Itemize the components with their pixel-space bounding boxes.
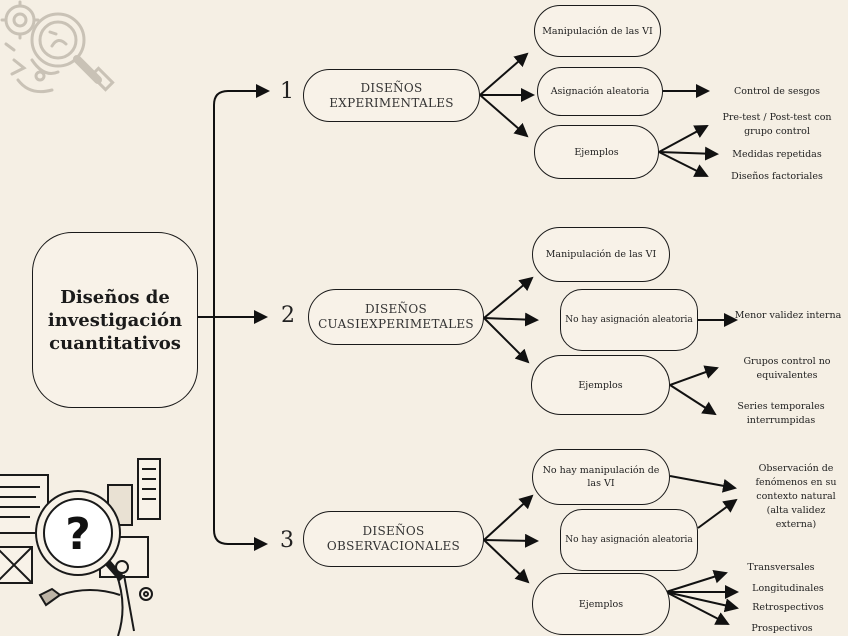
obs-no-manipulation-node: No hay manipulación de las VI bbox=[532, 449, 670, 505]
quasi-lower-validity-text: Menor validez interna bbox=[734, 310, 842, 321]
exp-examples-node: Ejemplos bbox=[534, 125, 659, 179]
obs-natural-context-text: Observación de fenómenos en su contexto … bbox=[755, 463, 837, 530]
quasi-manipulation-label: Manipulación de las VI bbox=[545, 249, 657, 260]
obs-no-random-assignment-label: No hay asignación aleatoria bbox=[565, 535, 693, 545]
branch-number-1: 1 bbox=[280, 79, 294, 104]
quasi-no-random-assignment-label: No hay asignación aleatoria bbox=[565, 315, 693, 325]
obs-example-longitudinal: Longitudinales bbox=[752, 583, 824, 594]
exp-example-repeated-measures: Medidas repetidas bbox=[732, 149, 822, 160]
obs-no-manipulation-label: No hay manipulación de las VI bbox=[542, 465, 660, 489]
quasi-examples-label: Ejemplos bbox=[578, 379, 623, 391]
exp-examples-label: Ejemplos bbox=[574, 146, 619, 158]
exp-random-assignment-node: Asignación aleatoria bbox=[537, 67, 663, 116]
exp-example-factorial: Diseños factoriales bbox=[731, 171, 823, 182]
question-search-illustration: ? bbox=[0, 458, 161, 636]
quasi-example-nonequivalent-groups: Grupos control no equivalentes bbox=[743, 356, 831, 381]
exp-bias-control-text: Control de sesgos bbox=[733, 86, 820, 97]
obs-examples-label: Ejemplos bbox=[578, 598, 624, 610]
exp-manipulation-label: Manipulación de las VI bbox=[542, 25, 653, 37]
category-experimental-node: DISEÑOS EXPERIMENTALES bbox=[303, 69, 480, 122]
main-topic-node: Diseños de investigación cuantitativos bbox=[32, 232, 198, 408]
exp-random-assignment-label: Asignación aleatoria bbox=[550, 86, 650, 97]
svg-text:?: ? bbox=[65, 509, 91, 560]
quasi-examples-node: Ejemplos bbox=[531, 355, 670, 415]
category-observational-node: DISEÑOS OBSERVACIONALES bbox=[303, 511, 484, 567]
analysis-gear-icon bbox=[0, 0, 115, 94]
obs-no-random-assignment-node: No hay asignación aleatoria bbox=[560, 509, 698, 571]
obs-examples-node: Ejemplos bbox=[532, 573, 670, 635]
category-quasi-experimental-label: DISEÑOS CUASIEXPERIMETALES bbox=[318, 302, 474, 331]
quasi-no-random-assignment-node: No hay asignación aleatoria bbox=[560, 289, 698, 351]
category-observational-label: DISEÑOS OBSERVACIONALES bbox=[326, 524, 461, 553]
main-topic-label: Diseños de investigación cuantitativos bbox=[47, 286, 183, 354]
obs-example-retrospective: Retrospectivos bbox=[752, 602, 824, 613]
exp-example-pretest-posttest: Pre-test / Post-test con grupo control bbox=[722, 112, 832, 137]
quasi-example-time-series: Series temporales interrumpidas bbox=[737, 401, 825, 426]
obs-example-prospective: Prospectivos bbox=[751, 623, 813, 634]
obs-example-transversal: Transversales bbox=[747, 562, 815, 573]
branch-number-2: 2 bbox=[281, 303, 295, 328]
quasi-manipulation-node: Manipulación de las VI bbox=[532, 227, 670, 282]
category-experimental-label: DISEÑOS EXPERIMENTALES bbox=[329, 80, 454, 110]
exp-manipulation-node: Manipulación de las VI bbox=[534, 5, 661, 57]
category-quasi-experimental-node: DISEÑOS CUASIEXPERIMETALES bbox=[308, 289, 484, 345]
branch-number-3: 3 bbox=[280, 528, 294, 553]
